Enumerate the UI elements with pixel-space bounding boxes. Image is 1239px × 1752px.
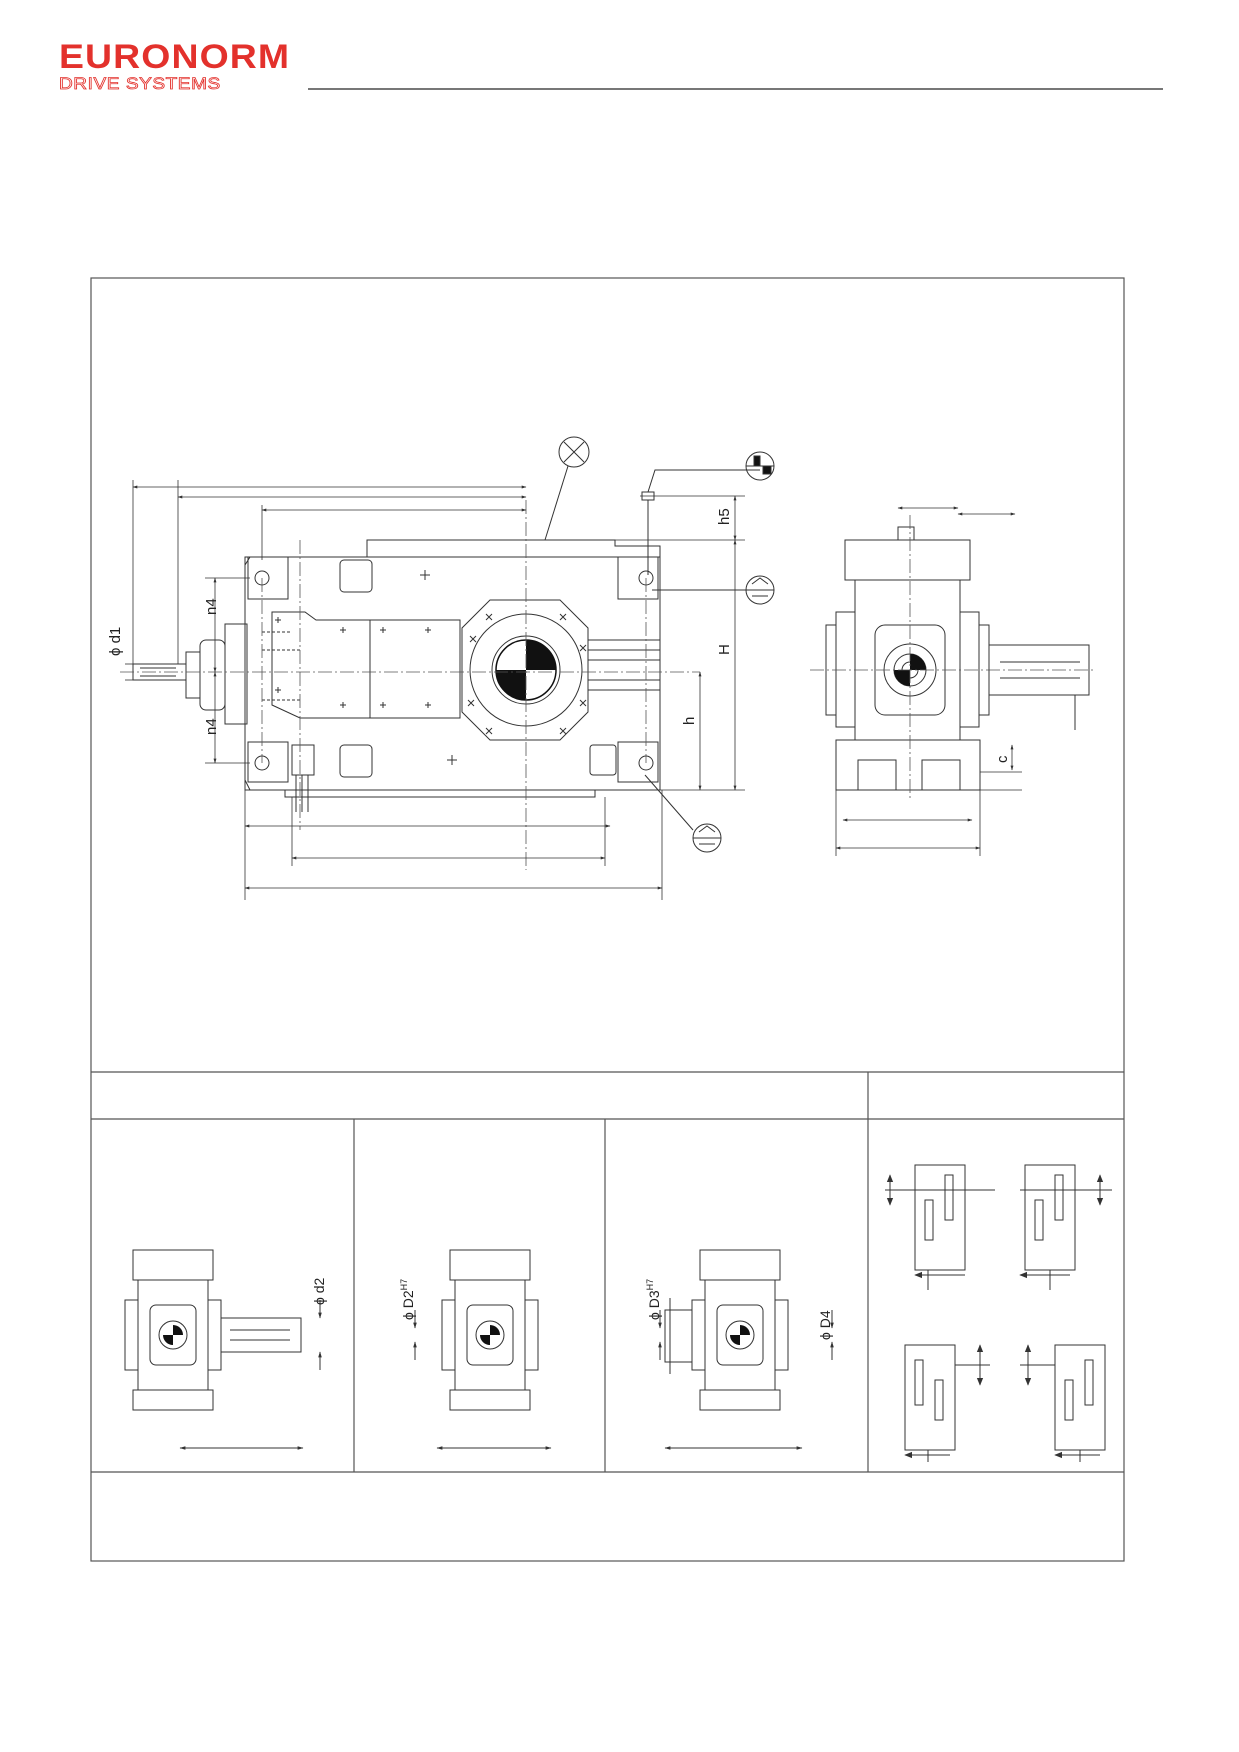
d2-label: ϕ d2 — [311, 1277, 327, 1305]
bolt-markers — [275, 570, 587, 765]
drain-symbol — [644, 774, 722, 853]
side-centre-lines — [810, 515, 1095, 800]
D3-label: ϕ D3H7 — [645, 1279, 662, 1320]
n4-top-label: n4 — [203, 598, 220, 615]
c-label: c — [994, 755, 1011, 763]
mounting-arrangement-2 — [1019, 1164, 1112, 1290]
brand-name: EURONORM — [59, 38, 291, 76]
n4-bottom-label: n4 — [203, 718, 220, 735]
variant-hollow-shaft — [413, 1249, 552, 1450]
gearbox-side-view — [825, 526, 1090, 791]
mounting-arrangement-1 — [885, 1164, 995, 1290]
dimension-lines — [125, 480, 745, 900]
brand-tagline: DRIVE SYSTEMS — [59, 74, 221, 93]
H-label: H — [716, 644, 733, 655]
variant-solid-shaft — [124, 1249, 322, 1450]
header-rule — [308, 88, 1163, 90]
vent-symbol — [652, 575, 775, 605]
dipstick — [641, 469, 760, 575]
d1-label: ϕ d1 — [107, 627, 124, 656]
sheet-frame — [90, 277, 1125, 1562]
centre-lines — [120, 500, 700, 870]
h5-label: h5 — [716, 508, 733, 525]
D4-label: ϕ D4 — [817, 1310, 833, 1340]
mounting-arrangement-4 — [1020, 1344, 1106, 1462]
brand-logo: EURONORM DRIVE SYSTEMS — [59, 40, 289, 92]
variant-shrink-disc — [658, 1249, 834, 1450]
h-label: h — [681, 717, 698, 725]
D2-label: ϕ D2H7 — [399, 1279, 416, 1320]
mounting-arrangement-3 — [904, 1344, 990, 1462]
side-dimension-lines — [835, 506, 1022, 856]
oil-fill-symbol — [745, 451, 775, 481]
gearbox-front-view — [132, 539, 661, 812]
detail-callout-x — [544, 436, 590, 541]
